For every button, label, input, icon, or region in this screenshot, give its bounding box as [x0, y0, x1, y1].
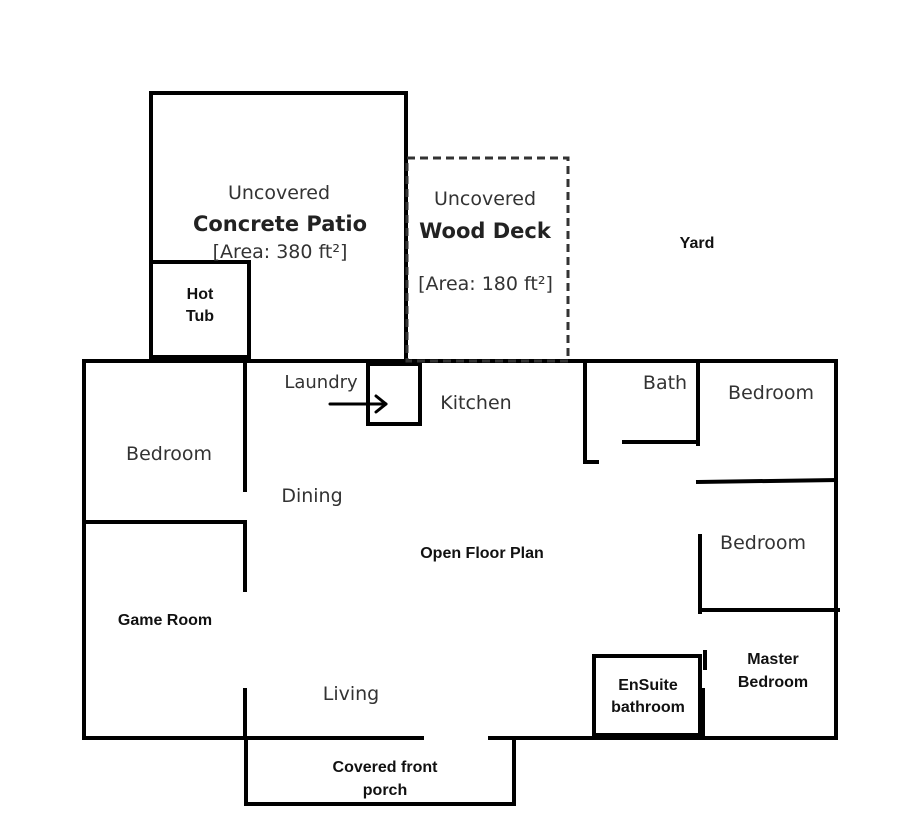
bath-label: Bath — [642, 372, 688, 394]
hot-tub-label-1: Hot — [186, 286, 214, 303]
open-floor-plan-label: Open Floor Plan — [420, 545, 544, 562]
porch-label-1: Covered front — [332, 759, 438, 776]
patio-label-1: Uncovered — [227, 182, 331, 204]
deck-area: [Area: 180 ft²] — [418, 273, 553, 295]
yard-label: Yard — [679, 235, 715, 252]
hot-tub-label-2: Tub — [185, 308, 215, 325]
master-bedroom-label-2: Bedroom — [737, 674, 809, 691]
laundry-label: Laundry — [284, 372, 358, 393]
deck-label-1: Uncovered — [433, 188, 537, 210]
deck-label-2: Wood Deck — [419, 219, 551, 243]
master-bedroom-label-1: Master — [747, 651, 799, 668]
laundry-box — [366, 362, 422, 426]
game-room-label: Game Room — [117, 612, 213, 629]
porch-label-2: porch — [362, 782, 408, 799]
bedroom-e-label: Bedroom — [720, 532, 806, 554]
ensuite-outline — [592, 654, 702, 737]
kitchen-label: Kitchen — [440, 392, 512, 414]
ensuite-label-2: bathroom — [611, 699, 685, 716]
bedroom-nw-label: Bedroom — [126, 443, 212, 465]
hot-tub-outline — [149, 260, 251, 359]
patio-area: [Area: 380 ft²] — [212, 241, 348, 263]
ensuite-label-1: EnSuite — [618, 677, 678, 694]
bedroom-ne-label: Bedroom — [728, 382, 814, 404]
dining-label: Dining — [281, 485, 343, 507]
patio-label-2: Concrete Patio — [192, 212, 368, 236]
porch-outline — [244, 736, 516, 806]
laundry-arrow-icon — [328, 394, 388, 414]
living-label: Living — [322, 683, 380, 705]
wood-deck-outline — [405, 156, 570, 363]
bedroom-ne-south-wall — [695, 477, 839, 485]
